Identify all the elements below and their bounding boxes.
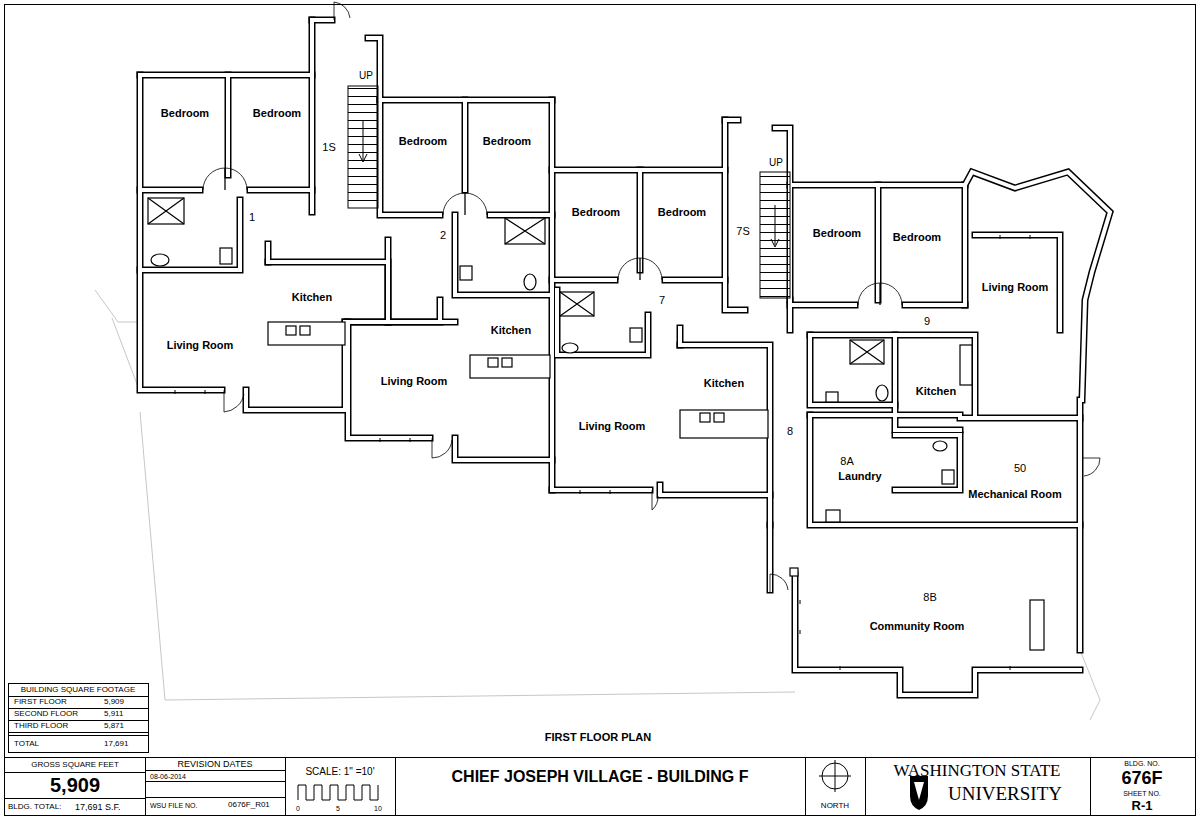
logo-box: WASHINGTON STATE UNIVERSITY [865, 757, 1090, 815]
table-cell: 5,871 [104, 722, 124, 730]
north-arrow [819, 760, 851, 792]
room-name: Kitchen [916, 386, 956, 397]
scale-number: 5 [336, 805, 340, 812]
scale-number: 10 [374, 805, 382, 812]
room-number: 8A [840, 456, 853, 467]
file-number: 0676F_R01 [228, 801, 270, 809]
room-name: Living Room [982, 282, 1049, 293]
gross-area-box: GROSS SQUARE FEET 5,909BLDG. TOTAL: 17,691… [5, 757, 145, 815]
title-block-frame [4, 5, 1196, 817]
room-number: 7S [736, 226, 749, 237]
unit-number: 9 [924, 316, 930, 327]
university-shield [910, 776, 928, 810]
room-number: 8 [787, 426, 793, 437]
room-name: Bedroom [483, 136, 531, 147]
room-number: 8B [923, 592, 936, 603]
table-cell: 5,911 [104, 710, 123, 718]
table-cell: THIRD FLOOR [14, 722, 68, 730]
university-name: WASHINGTON STATE [894, 762, 1061, 779]
room-name: Living Room [167, 340, 234, 351]
sheet-box: BLDG. NO. 676F SHEET NO. R-1 [1090, 757, 1195, 815]
field-heading: BLDG. TOTAL: [8, 803, 61, 811]
field-heading: WSU FILE NO. [150, 802, 197, 809]
north-label: NORTH [821, 802, 849, 810]
room-name: Mechanical Room [968, 489, 1062, 500]
room-name: Bedroom [253, 108, 301, 119]
door-swings [203, 2, 1100, 592]
revision-box: REVISION DATES 08-06-2014WSU FILE NO. 0676… [145, 757, 285, 815]
room-name: Kitchen [704, 378, 744, 389]
university-name: UNIVERSITY [948, 784, 1062, 803]
area-value: 17,691 S.F. [75, 803, 121, 812]
field-heading: REVISION DATES [178, 760, 253, 769]
stairs [348, 86, 790, 298]
table-cell: FIRST FLOOR [14, 698, 67, 706]
scale-box: SCALE: 1" =10' [285, 757, 395, 815]
revision-date: 08-06-2014 [150, 773, 186, 780]
drawing-title: CHIEF JOSEPH VILLAGE - BUILDING F [452, 769, 749, 785]
stair-direction: UP [769, 158, 783, 168]
room-name: Kitchen [292, 292, 332, 303]
table-cell: 17,691 [104, 740, 128, 748]
table-cell: TOTAL [14, 740, 39, 748]
room-name: Bedroom [813, 228, 861, 239]
counters-and-fixtures [148, 198, 1044, 650]
room-name: Bedroom [161, 108, 209, 119]
table-header: BUILDING SQUARE FOOTAGE [8, 683, 148, 696]
sheet-number: R-1 [1132, 799, 1153, 812]
room-name: Bedroom [399, 136, 447, 147]
scale-bar [298, 785, 378, 800]
field-heading: BLDG. NO. [1124, 760, 1159, 767]
plan-caption: FIRST FLOOR PLAN [545, 732, 651, 743]
field-heading: GROSS SQUARE FEET [31, 761, 119, 769]
unit-number: 2 [440, 230, 446, 241]
room-name: Living Room [579, 421, 646, 432]
building-number: 676F [1121, 769, 1162, 787]
room-name: Bedroom [572, 207, 620, 218]
area-value: 5,909 [50, 775, 100, 795]
room-name: Community Room [870, 621, 965, 632]
table-cell: SECOND FLOOR [14, 710, 78, 718]
north-box: NORTH [805, 757, 865, 815]
unit-number: 7 [659, 295, 665, 306]
room-name: Laundry [838, 471, 881, 482]
room-name: Kitchen [491, 325, 531, 336]
table-heading: BUILDING SQUARE FOOTAGE [21, 686, 136, 694]
room-number: 50 [1014, 463, 1026, 474]
unit-number: 1 [249, 212, 255, 223]
room-name: Living Room [381, 376, 448, 387]
stair-direction: UP [359, 71, 373, 81]
walls [140, 20, 1110, 695]
windows [175, 235, 1030, 670]
room-name: Bedroom [658, 207, 706, 218]
table-cell: 5,909 [104, 698, 124, 706]
field-heading: SHEET NO. [1123, 790, 1161, 797]
room-number: 1S [322, 142, 335, 153]
scale-number: 0 [296, 805, 300, 812]
scale-note: SCALE: 1" =10' [305, 767, 374, 777]
room-name: Bedroom [893, 232, 941, 243]
